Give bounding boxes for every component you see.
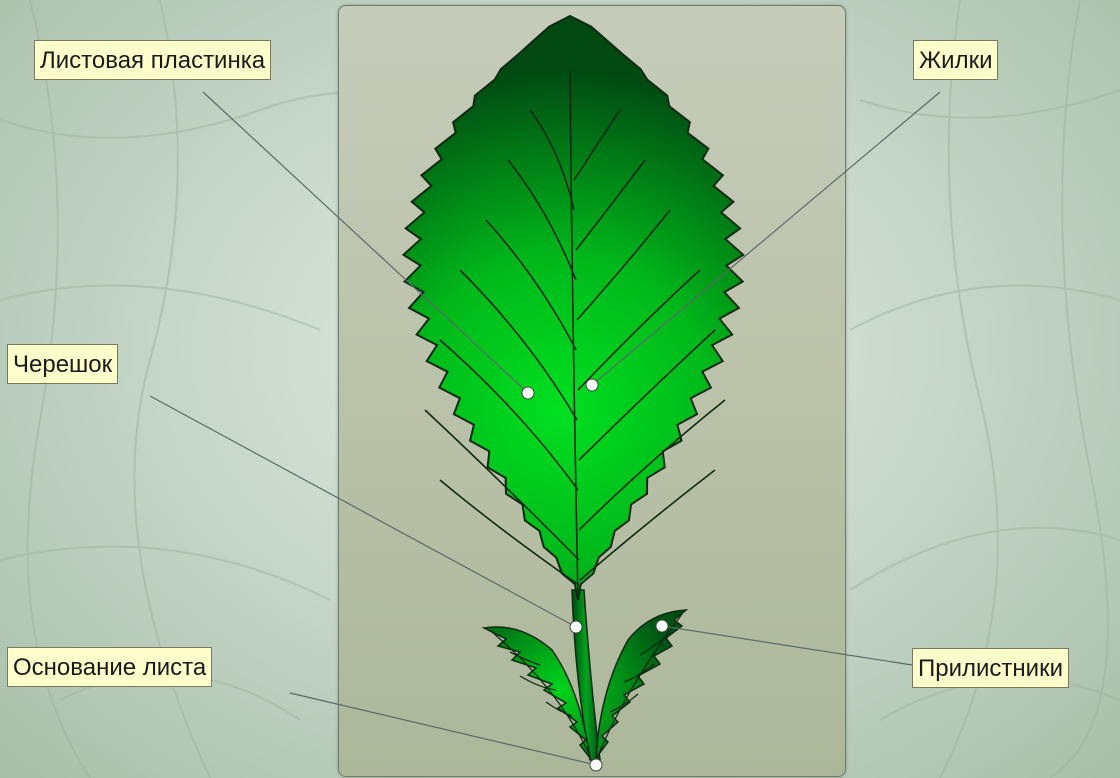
marker-petiole (570, 621, 582, 633)
marker-stipules (656, 620, 668, 632)
label-stipules: Прилистники (912, 648, 1069, 688)
stipule-left (484, 627, 590, 758)
label-leaf-blade: Листовая пластинка (34, 40, 271, 80)
marker-base (590, 759, 602, 771)
label-leaf-base: Основание листа (7, 647, 212, 687)
marker-blade (522, 387, 534, 399)
marker-veins (586, 379, 598, 391)
label-petiole: Черешок (7, 344, 118, 384)
stipule-right (596, 610, 686, 758)
label-veins: Жилки (913, 40, 998, 80)
